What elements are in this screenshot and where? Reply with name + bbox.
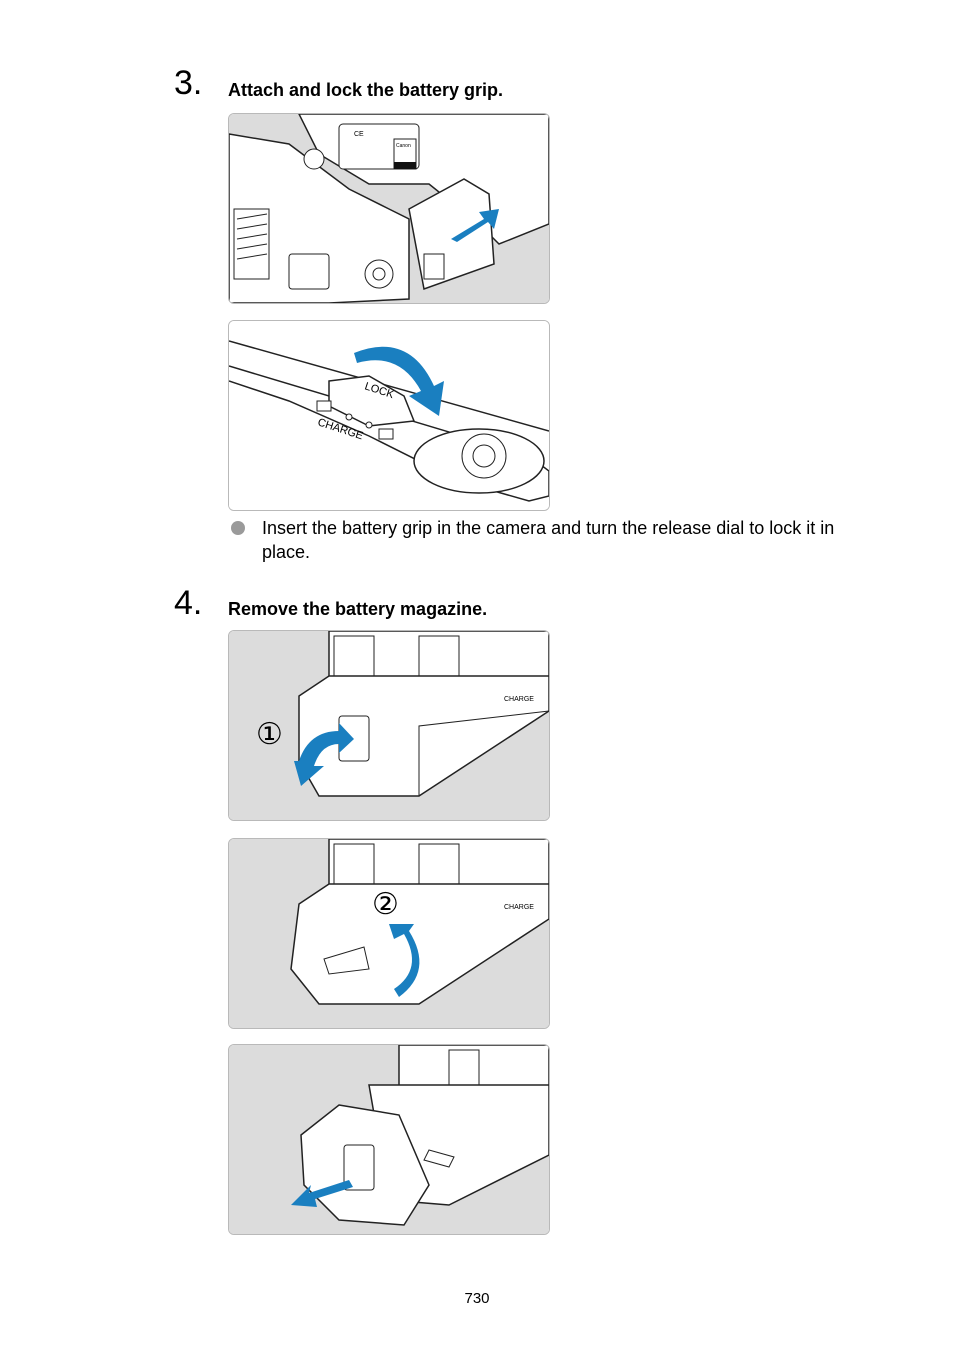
callout-1: ① (256, 717, 283, 752)
callout-2: ② (372, 887, 399, 922)
page-number: 730 (464, 1290, 490, 1307)
grip-insertion-illustration: CE Canon (228, 113, 550, 304)
step-3-instruction: Insert the battery grip in the camera an… (262, 518, 835, 562)
release-dial-lock-illustration: LOCK CHARGE (228, 320, 550, 511)
step-3-title: Attach and lock the battery grip. (228, 80, 504, 100)
charge-label-text: CHARGE (504, 696, 534, 703)
bullet-marker (231, 521, 245, 535)
pull-magazine-illustration (228, 1044, 550, 1235)
open-lever-illustration: CHARGE ① (228, 630, 550, 821)
canon-label-text: Canon (396, 143, 411, 149)
step-3-number: 3. (174, 64, 203, 102)
charge-label-text: CHARGE (504, 904, 534, 911)
step-4-title: Remove the battery magazine. (228, 599, 488, 619)
step-4-number: 4. (174, 584, 203, 622)
lift-lever-illustration: CHARGE ② (228, 838, 550, 1029)
ce-mark-text: CE (354, 131, 364, 138)
